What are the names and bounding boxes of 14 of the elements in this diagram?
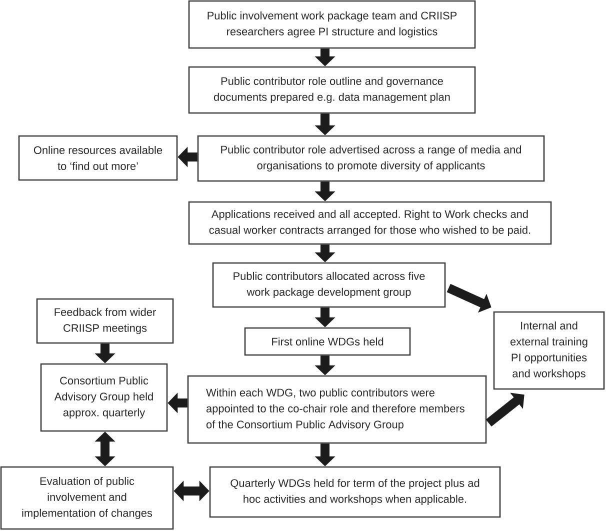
process-box: Public contributors allocated across five work package development group bbox=[212, 262, 446, 308]
process-box: Consortium Public Advisory Group held approx. quarterly bbox=[40, 363, 168, 432]
process-box: Evaluation of public involvement and implementation of changes bbox=[0, 466, 174, 530]
process-box: Internal and external training PI opportunities and workshops bbox=[493, 311, 605, 390]
process-box: Feedback from wider CRIISP meetings bbox=[36, 298, 174, 344]
arrow bbox=[486, 392, 524, 427]
process-box: Applications received and all accepted. Right to Work checks and casual worker contracts arranged for those who wished to be paid. bbox=[188, 201, 552, 245]
process-box: Within each WDG, two public contributors were appointed to the co-chair role and therefore members of the Consortium Public Advisory Group bbox=[187, 375, 487, 444]
process-box: Quarterly WDGs held for term of the project plus ad hoc activities and workshops when applicable. bbox=[209, 466, 501, 518]
process-box: Public contributor role outline and governance documents prepared e.g. data management plan bbox=[188, 66, 476, 114]
process-box: Public involvement work package team and CRIISP researchers agree PI structure and logistics bbox=[188, 0, 476, 49]
process-box: Online resources available to ‘find out more’ bbox=[18, 135, 178, 181]
process-box: Public contributor role advertised across a range of media and organisations to promote diversity of applicants bbox=[197, 135, 545, 182]
process-box: First online WDGs held bbox=[244, 327, 411, 356]
